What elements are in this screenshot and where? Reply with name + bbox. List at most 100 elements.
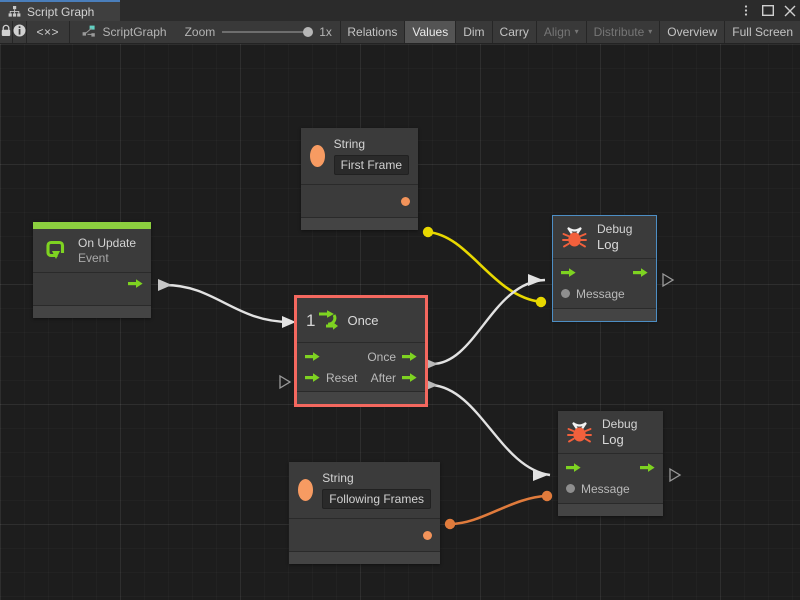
carry-label: Carry [499,25,529,39]
debug-log-top-header-text: Debug Log [597,222,632,252]
on-update-output-row[interactable] [33,273,151,294]
edge-string2-target-dot [541,490,553,502]
string-node-following-frames[interactable]: String Following Frames [289,462,440,565]
chevron-down-icon: ▾ [574,27,579,36]
window-close-icon[interactable] [783,4,796,17]
on-update-footer [33,306,151,319]
debug-log-top-flow-row[interactable] [553,262,656,283]
distribute-dropdown[interactable]: Distribute ▾ [587,21,661,43]
on-update-flow-output-port[interactable] [128,278,143,289]
edge-on-update-source-arrow [158,279,172,291]
debug-log-bottom-subtitle: Log [602,431,624,447]
string1-header-text: String First Frame [333,137,409,176]
once-output-once-port[interactable]: Once [367,350,417,364]
once-flow-input-port[interactable] [305,351,320,362]
align-dropdown[interactable]: Align ▾ [537,21,587,43]
graph-name-label: ScriptGraph [102,25,167,39]
flow-arrow-icon [561,267,576,278]
chevron-down-icon: ▾ [648,27,653,36]
on-update-accent-bar [33,222,151,229]
string2-title: String [322,471,354,485]
flow-arrow-icon [566,462,581,473]
string1-output-row[interactable] [301,185,418,217]
string-node-first-frame[interactable]: String First Frame [301,128,418,231]
carry-button[interactable]: Carry [493,21,537,43]
code-brackets-icon: <×> [36,25,60,39]
bug-icon [566,419,593,446]
info-button[interactable] [13,21,27,43]
lock-button[interactable] [0,21,13,43]
window-tabstrip: Script Graph [0,0,800,21]
string1-value-field[interactable]: First Frame [333,154,409,176]
on-update-title: On Update [78,236,137,250]
string2-output-row[interactable] [289,519,440,551]
once-row-1[interactable]: Once [297,346,425,367]
string2-value-field[interactable]: Following Frames [322,488,431,510]
graph-name-field[interactable]: ScriptGraph [70,25,177,39]
tabstrip-empty-area [120,0,800,21]
debug-log-top-subtitle: Log [597,236,619,252]
edge-string2-source-dot [444,518,456,530]
code-button[interactable]: <×> [27,21,70,43]
on-update-node[interactable]: On Update Event [33,222,151,319]
window-menu-icon[interactable] [739,4,752,17]
graph-canvas[interactable]: On Update Event [0,44,800,600]
zoom-slider-knob[interactable] [303,27,314,37]
edge-on-update-target-arrow [282,316,296,328]
relations-button[interactable]: Relations [340,21,406,43]
edge-once-out-target-arrow [528,274,543,286]
overview-button[interactable]: Overview [660,21,726,43]
values-button[interactable]: Values [405,21,457,43]
debug-log-top-flow-output-port[interactable] [633,267,648,278]
window-maximize-icon[interactable] [761,4,774,17]
debug-log-bottom-message-row[interactable]: Message [558,478,663,499]
edge-once-out-to-debug1 [431,278,546,366]
once-output-after-label: After [370,370,396,385]
once-output-once-label: Once [367,349,396,364]
string1-body [301,185,418,219]
script-graph-icon [82,25,96,39]
dim-button[interactable]: Dim [456,21,493,43]
on-update-header: On Update Event [33,229,151,274]
debug-log-node-top[interactable]: Debug Log [552,214,657,323]
once-output-after-port[interactable]: After [371,371,417,385]
once-node[interactable]: 1 Once [294,295,428,407]
string2-value-output-port[interactable] [423,530,432,540]
string2-header: String Following Frames [289,462,440,520]
debug-log-top-title: Debug [597,222,633,236]
edge-string1-target-dot [535,296,547,308]
graph-toolbar: <×> ScriptGraph Zoom 1x Relations [0,21,800,44]
string1-value-output-port[interactable] [401,196,410,206]
debug-log-bottom-flow-output-port[interactable] [640,462,655,473]
string1-header: String First Frame [301,128,418,186]
relations-label: Relations [347,25,398,39]
once-count-badge: 1 [306,310,316,330]
once-row-2[interactable]: Reset After [297,367,425,388]
debug-log-bottom-message-input-port[interactable]: Message [566,482,630,496]
string1-title: String [333,137,366,151]
debug-log-top-flow-input-port[interactable] [561,267,576,278]
string1-footer [301,218,418,231]
string2-footer [289,552,440,565]
full-screen-button[interactable]: Full Screen [725,21,800,43]
align-label: Align [543,25,571,39]
zoom-control[interactable]: Zoom 1x [177,25,340,39]
debug-log-top-message-row[interactable]: Message [553,283,656,304]
once-input-reset-port[interactable]: Reset [305,371,357,385]
debug-log-bottom-flow-input-port[interactable] [566,462,581,473]
edge-string1-to-debug1 [427,230,542,304]
tab-script-graph[interactable]: Script Graph [0,0,120,21]
debug-log-top-message-label: Message [576,286,625,301]
flow-arrow-icon [402,372,417,383]
flow-arrow-icon [305,351,320,362]
debug-log-bottom-title: Debug [602,417,638,431]
once-loop-icon: 1 [306,308,339,332]
zoom-slider[interactable] [222,27,314,37]
on-update-body [33,273,151,307]
debug-log-bottom-unconnected-out-arrow [669,467,682,483]
flow-arrow-icon [128,278,143,289]
debug-log-bottom-flow-row[interactable] [558,457,663,478]
debug-log-node-bottom[interactable]: Debug Log [558,411,663,517]
once-body: Once [297,343,425,392]
debug-log-top-message-input-port[interactable]: Message [561,287,625,301]
